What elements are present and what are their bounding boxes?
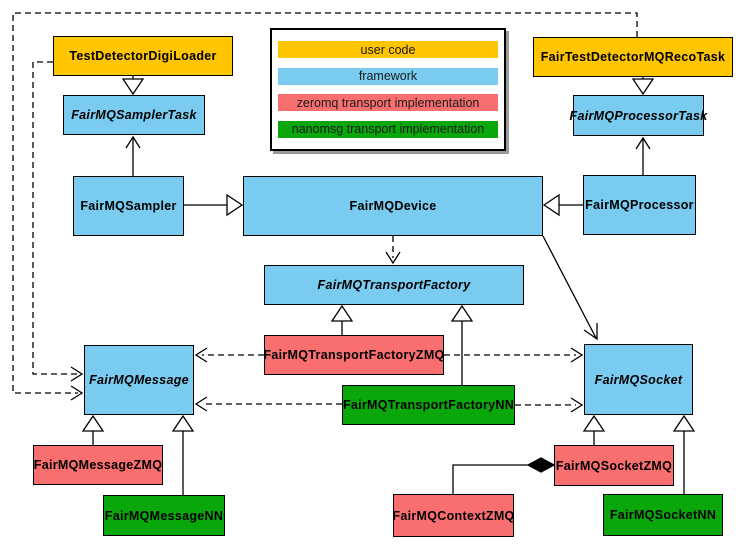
- inheritance-processor-to-device: [542, 193, 583, 217]
- node-fairmqsocketzmq: FairMQSocketZMQ: [554, 445, 674, 486]
- dependency-tfnn-to-socket: [515, 397, 584, 413]
- legend-item-nanomsg: nanomsg transport implementation: [278, 120, 498, 138]
- inheritance-messagezmq-to-message: [81, 414, 105, 445]
- node-fairmqsamplertask: FairMQSamplerTask: [63, 95, 205, 135]
- legend-item-zeromq: zeromq transport implementation: [278, 94, 498, 112]
- dependency-digiloader-to-message: [32, 61, 84, 382]
- node-fairmqdevice: FairMQDevice: [243, 176, 543, 236]
- arrow-processor-to-processortask: [635, 136, 651, 175]
- inheritance-tfzmq-to-transportfactory: [330, 304, 354, 335]
- legend: user code framework zeromq transport imp…: [270, 28, 506, 151]
- node-fairtestdetectormqrecotask: FairTestDetectorMQRecoTask: [533, 37, 733, 77]
- node-fairmqprocessor: FairMQProcessor: [583, 175, 696, 235]
- node-fairmqsocket: FairMQSocket: [584, 344, 693, 415]
- inheritance-recotask-to-processortask: [631, 77, 655, 96]
- arrow-sampler-to-samplertask: [125, 135, 141, 176]
- inheritance-messagenn-to-message: [171, 414, 195, 495]
- dependency-tfzmq-to-message: [194, 347, 264, 363]
- node-fairmqmessagenn: FairMQMessageNN: [103, 495, 225, 536]
- dependency-device-to-transportfactory: [385, 236, 401, 265]
- node-fairmqmessagezmq: FairMQMessageZMQ: [33, 445, 163, 485]
- node-fairmqprocessortask: FairMQProcessorTask: [570, 95, 707, 136]
- node-fairmqsocketnn: FairMQSocketNN: [603, 494, 723, 536]
- node-fairmqmessage: FairMQMessage: [84, 345, 194, 415]
- node-testdetectordigiloader: TestDetectorDigiLoader: [53, 36, 233, 76]
- dependency-recotask-to-message: [12, 12, 638, 401]
- inheritance-socketnn-to-socket: [672, 414, 696, 494]
- node-fairmqtransportfactoryzmq: FairMQTransportFactoryZMQ: [263, 335, 444, 375]
- composition-socketzmq-contextzmq: [452, 457, 556, 494]
- inheritance-digiloader-to-samplertask: [121, 76, 145, 96]
- inheritance-socketzmq-to-socket: [582, 414, 606, 445]
- legend-item-framework: framework: [278, 67, 498, 85]
- arrow-device-to-socket: [542, 235, 598, 341]
- node-fairmqtransportfactory: FairMQTransportFactory: [264, 265, 524, 305]
- dependency-tfzmq-to-socket: [444, 347, 584, 363]
- inheritance-sampler-to-device: [184, 193, 244, 217]
- dependency-tfnn-to-message: [194, 396, 342, 412]
- node-fairmqtransportfactorynn: FairMQTransportFactoryNN: [342, 385, 515, 425]
- legend-item-user-code: user code: [278, 41, 498, 59]
- inheritance-tfnn-to-transportfactory: [450, 304, 474, 385]
- node-fairmqcontextzmq: FairMQContextZMQ: [392, 494, 514, 537]
- node-fairmqsampler: FairMQSampler: [73, 176, 184, 236]
